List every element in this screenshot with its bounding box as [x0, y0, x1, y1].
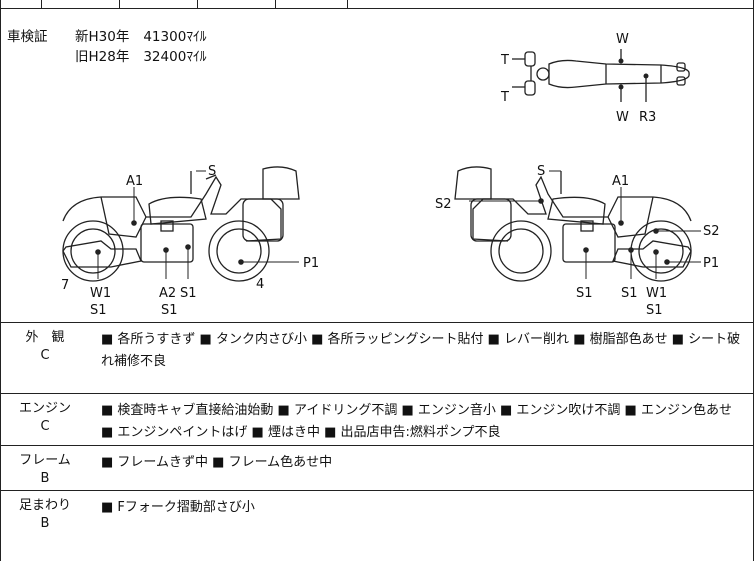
diagram-label: S2 [435, 197, 452, 212]
top-view-motorcycle [512, 49, 690, 102]
diagram-label: S1 [161, 303, 178, 318]
motorcycle-diagrams: T T W W R3 [61, 32, 720, 318]
diagram-label: S1 [90, 303, 107, 318]
section-row-engine: エンジン C ■ 検査時キャブ直接給油始動 ■ アイドリング不調 ■ エンジン音… [1, 394, 753, 446]
diagram-label: T [500, 53, 509, 68]
inspection-old: 旧H28年 32400ﾏｲﾙ [75, 47, 207, 67]
diagram-label: A1 [126, 174, 143, 189]
diagram-label: S1 [621, 286, 638, 301]
diagram-label: S1 [646, 303, 663, 318]
diagram-label: A1 [612, 174, 629, 189]
diagram-label: S2 [703, 224, 720, 239]
diagram-label: S1 [180, 286, 197, 301]
inspection-old-era: 旧H28年 [75, 49, 130, 65]
diagram-label: W [616, 32, 629, 47]
section-grade: B [40, 516, 50, 531]
section-remarks: ■ Fフォーク摺動部さび小 [101, 500, 255, 515]
inspection-new-mileage: 41300ﾏｲﾙ [143, 29, 207, 45]
section-name-cell: エンジン C [1, 400, 89, 436]
diagram-label: P1 [303, 256, 319, 271]
section-name-cell: 足まわり B [1, 497, 89, 533]
header-strip [1, 0, 753, 9]
section-name: フレーム [19, 453, 71, 468]
section-name: 足まわり [18, 498, 71, 513]
diagram-label: A2 [159, 286, 176, 301]
diagram-label: R3 [639, 110, 656, 125]
diagram-label: 4 [256, 277, 264, 292]
section-name: 外 観 [25, 330, 65, 345]
section-name-cell: フレーム B [1, 452, 89, 488]
right-view-marks [469, 170, 701, 279]
diagram-label: T [500, 90, 509, 105]
section-row-frame: フレーム B ■ フレームきず中 ■ フレーム色あせ中 [1, 446, 753, 491]
section-grade: B [40, 471, 50, 486]
section-remarks: ■ 検査時キャブ直接給油始動 ■ アイドリング不調 ■ エンジン音小 ■ エンジ… [101, 403, 732, 440]
inspection-new-era: 新H30年 [75, 29, 130, 45]
section-remarks: ■ フレームきず中 ■ フレーム色あせ中 [101, 455, 333, 470]
diagram-label: W1 [90, 286, 111, 301]
section-remarks: ■ 各所うすきず ■ タンク内さび小 ■ 各所ラッピングシート貼付 ■ レバー削… [101, 332, 741, 369]
section-grade: C [40, 419, 50, 434]
damage-diagram-area: 車検証 新H30年 41300ﾏｲﾙ 旧H28年 32400ﾏｲﾙ [1, 9, 753, 323]
inspection-label: 車検証 [7, 29, 48, 45]
inspection-old-mileage: 32400ﾏｲﾙ [143, 49, 207, 65]
diagram-label: S [537, 164, 545, 179]
diagram-label: S [208, 164, 216, 179]
section-name-cell: 外 観 C [1, 329, 89, 365]
left-view-motorcycle [62, 166, 300, 282]
inspection-new: 新H30年 41300ﾏｲﾙ [75, 27, 207, 47]
section-row-exterior: 外 観 C ■ 各所うすきず ■ タンク内さび小 ■ 各所ラッピングシート貼付 … [1, 323, 753, 394]
section-name: エンジン [18, 401, 71, 416]
section-grade: C [40, 348, 50, 363]
diagram-label: W1 [646, 286, 667, 301]
diagram-label: W [616, 110, 629, 125]
diagram-label: 7 [61, 278, 69, 293]
diagram-label: P1 [703, 256, 719, 271]
left-view-marks [95, 170, 299, 279]
section-row-suspension: 足まわり B ■ Fフォーク摺動部さび小 [1, 491, 753, 561]
diagram-label: S1 [576, 286, 593, 301]
